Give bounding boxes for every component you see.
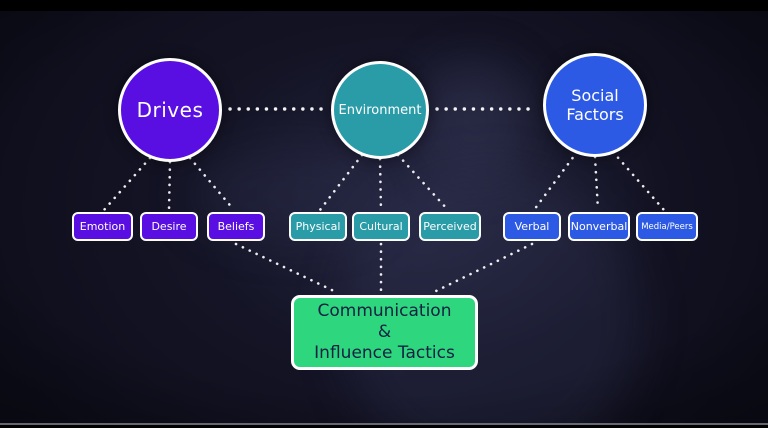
- video-progress-bar[interactable]: [0, 423, 768, 425]
- emotion-box: Emotion: [72, 212, 133, 241]
- perceived-label: Perceived: [423, 220, 477, 233]
- beliefs-label: Beliefs: [217, 220, 255, 233]
- drives-label: Drives: [136, 98, 204, 122]
- environment-node: Environment: [331, 61, 429, 159]
- background-silhouette-head: [420, 60, 530, 180]
- environment-label: Environment: [338, 102, 422, 118]
- outcome-label: Communication & Influence Tactics: [314, 300, 455, 364]
- desire-label: Desire: [151, 220, 187, 233]
- social-factors-label: Social Factors: [566, 85, 624, 124]
- perceived-box: Perceived: [419, 212, 481, 241]
- beliefs-box: Beliefs: [207, 212, 265, 241]
- social-factors-node: Social Factors: [543, 53, 647, 157]
- nonverbal-box: Nonverbal: [568, 212, 630, 241]
- desire-box: Desire: [140, 212, 198, 241]
- media-peers-label: Media/Peers: [641, 221, 693, 232]
- nonverbal-label: Nonverbal: [570, 220, 628, 233]
- top-letterbox-bar: [0, 0, 768, 11]
- verbal-box: Verbal: [503, 212, 561, 241]
- physical-box: Physical: [289, 212, 347, 241]
- physical-label: Physical: [295, 220, 341, 233]
- emotion-label: Emotion: [79, 220, 126, 233]
- media-peers-box: Media/Peers: [636, 212, 698, 241]
- verbal-label: Verbal: [514, 220, 550, 233]
- cultural-box: Cultural: [352, 212, 410, 241]
- cultural-label: Cultural: [359, 220, 403, 233]
- outcome-box: Communication & Influence Tactics: [291, 295, 478, 370]
- bottom-letterbox-bar: [0, 425, 768, 428]
- drives-node: Drives: [118, 58, 222, 162]
